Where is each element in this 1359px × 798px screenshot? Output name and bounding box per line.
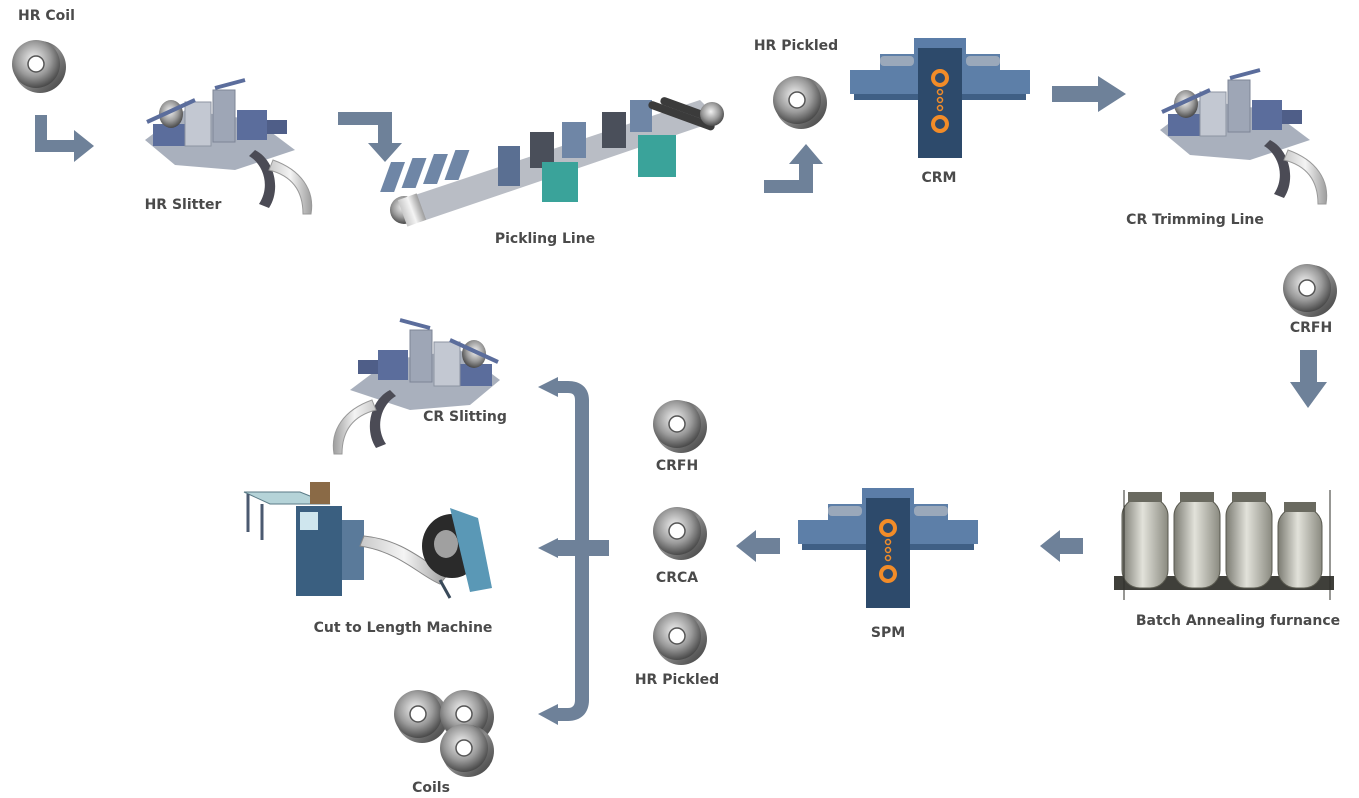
arrow-pickling-to-hrpickled: [764, 144, 823, 193]
label-cr-slitting: CR Slitting: [423, 409, 507, 425]
arrow-crfh-to-annealing: [1290, 350, 1327, 408]
crm-node: [850, 38, 1030, 158]
label-hr-coil: HR Coil: [18, 8, 75, 24]
hr-pickled-top-node: [773, 76, 827, 129]
steel-coil-icon: [12, 40, 66, 93]
arrow-crm-to-trimming: [1052, 76, 1126, 112]
cr-slitting-node: [333, 320, 500, 454]
trimming-line-icon: [1160, 70, 1327, 204]
coils-node: [394, 690, 494, 777]
arrow-coil-to-slitter: [35, 115, 94, 162]
label-crca: CRCA: [656, 570, 698, 586]
label-hr-pickled-mid: HR Pickled: [635, 672, 719, 688]
label-coils: Coils: [412, 780, 450, 796]
arrow-spm-to-products: [736, 530, 780, 562]
cut-to-length-machine-icon: [244, 482, 492, 598]
crfh-mid-node: [653, 400, 707, 453]
arrow-to-coils: [538, 704, 558, 725]
label-cr-trimming-line: CR Trimming Line: [1126, 212, 1264, 228]
cut-to-length-node: [244, 482, 492, 598]
rolling-mill-icon: [798, 488, 978, 608]
rolling-mill-icon: [850, 38, 1030, 158]
cr-trimming-line-node: [1160, 70, 1327, 204]
steel-coil-icon: [773, 76, 827, 129]
steel-coil-icon: [1283, 264, 1337, 317]
hr-slitter-node: [145, 80, 312, 214]
steel-coil-icon: [653, 400, 707, 453]
annealing-furnace-icon: [1114, 490, 1334, 600]
label-crfh-right: CRFH: [1290, 320, 1332, 336]
pickling-line-icon: [380, 96, 724, 227]
crca-node: [653, 507, 707, 560]
slitting-machine-icon: [333, 320, 500, 454]
arrow-to-cr-slitting: [538, 377, 558, 397]
label-hr-slitter: HR Slitter: [145, 197, 222, 213]
steel-coil-icon: [653, 612, 707, 665]
crfh-right-node: [1283, 264, 1337, 317]
slitting-machine-icon: [145, 80, 312, 214]
batch-annealing-node: [1114, 490, 1334, 600]
spm-node: [798, 488, 978, 608]
arrow-to-cut-to-length: [538, 538, 558, 558]
hr-pickled-mid-node: [653, 612, 707, 665]
label-crfh-mid: CRFH: [656, 458, 698, 474]
label-cut-to-length: Cut to Length Machine: [314, 620, 493, 636]
arrow-slitter-to-pickling: [338, 112, 402, 162]
pickling-line-node: [380, 96, 724, 227]
label-crm: CRM: [922, 170, 957, 186]
label-hr-pickled-top: HR Pickled: [754, 38, 838, 54]
label-batch-annealing: Batch Annealing furnance: [1136, 613, 1340, 629]
hr-coil-node: [12, 40, 66, 93]
label-pickling-line: Pickling Line: [495, 231, 595, 247]
coil-stack-icon: [394, 690, 494, 777]
steel-coil-icon: [653, 507, 707, 560]
label-spm: SPM: [871, 625, 905, 641]
arrow-annealing-to-spm: [1040, 530, 1083, 562]
